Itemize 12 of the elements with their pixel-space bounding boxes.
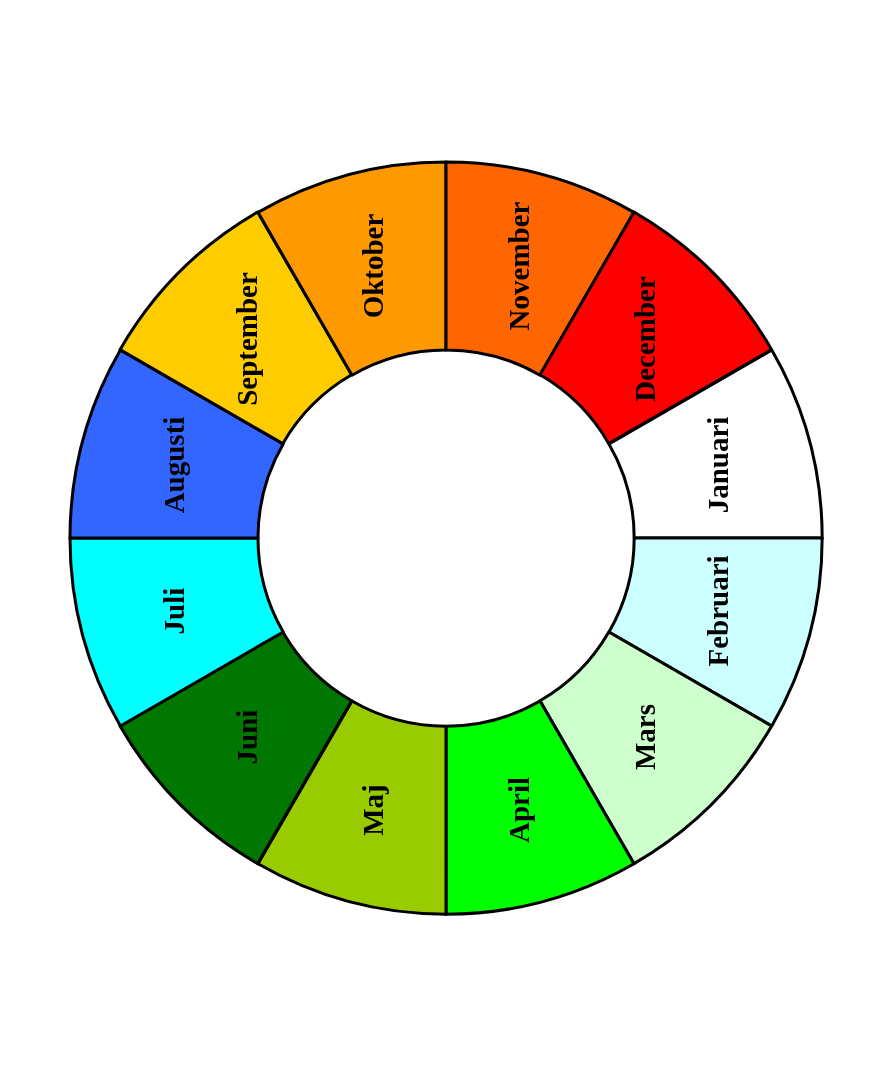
month-label: Augusti (159, 416, 189, 514)
month-label: Februari (703, 555, 733, 667)
month-label: Mars (630, 704, 660, 771)
month-label: Maj (358, 784, 388, 837)
month-label: Juli (159, 587, 189, 635)
month-label: Januari (703, 416, 733, 514)
month-label: Juni (232, 710, 262, 765)
month-label: Oktober (358, 213, 388, 318)
month-label: September (232, 271, 262, 406)
month-label: April (504, 777, 534, 844)
month-label: December (630, 275, 660, 402)
month-label: November (504, 201, 534, 330)
